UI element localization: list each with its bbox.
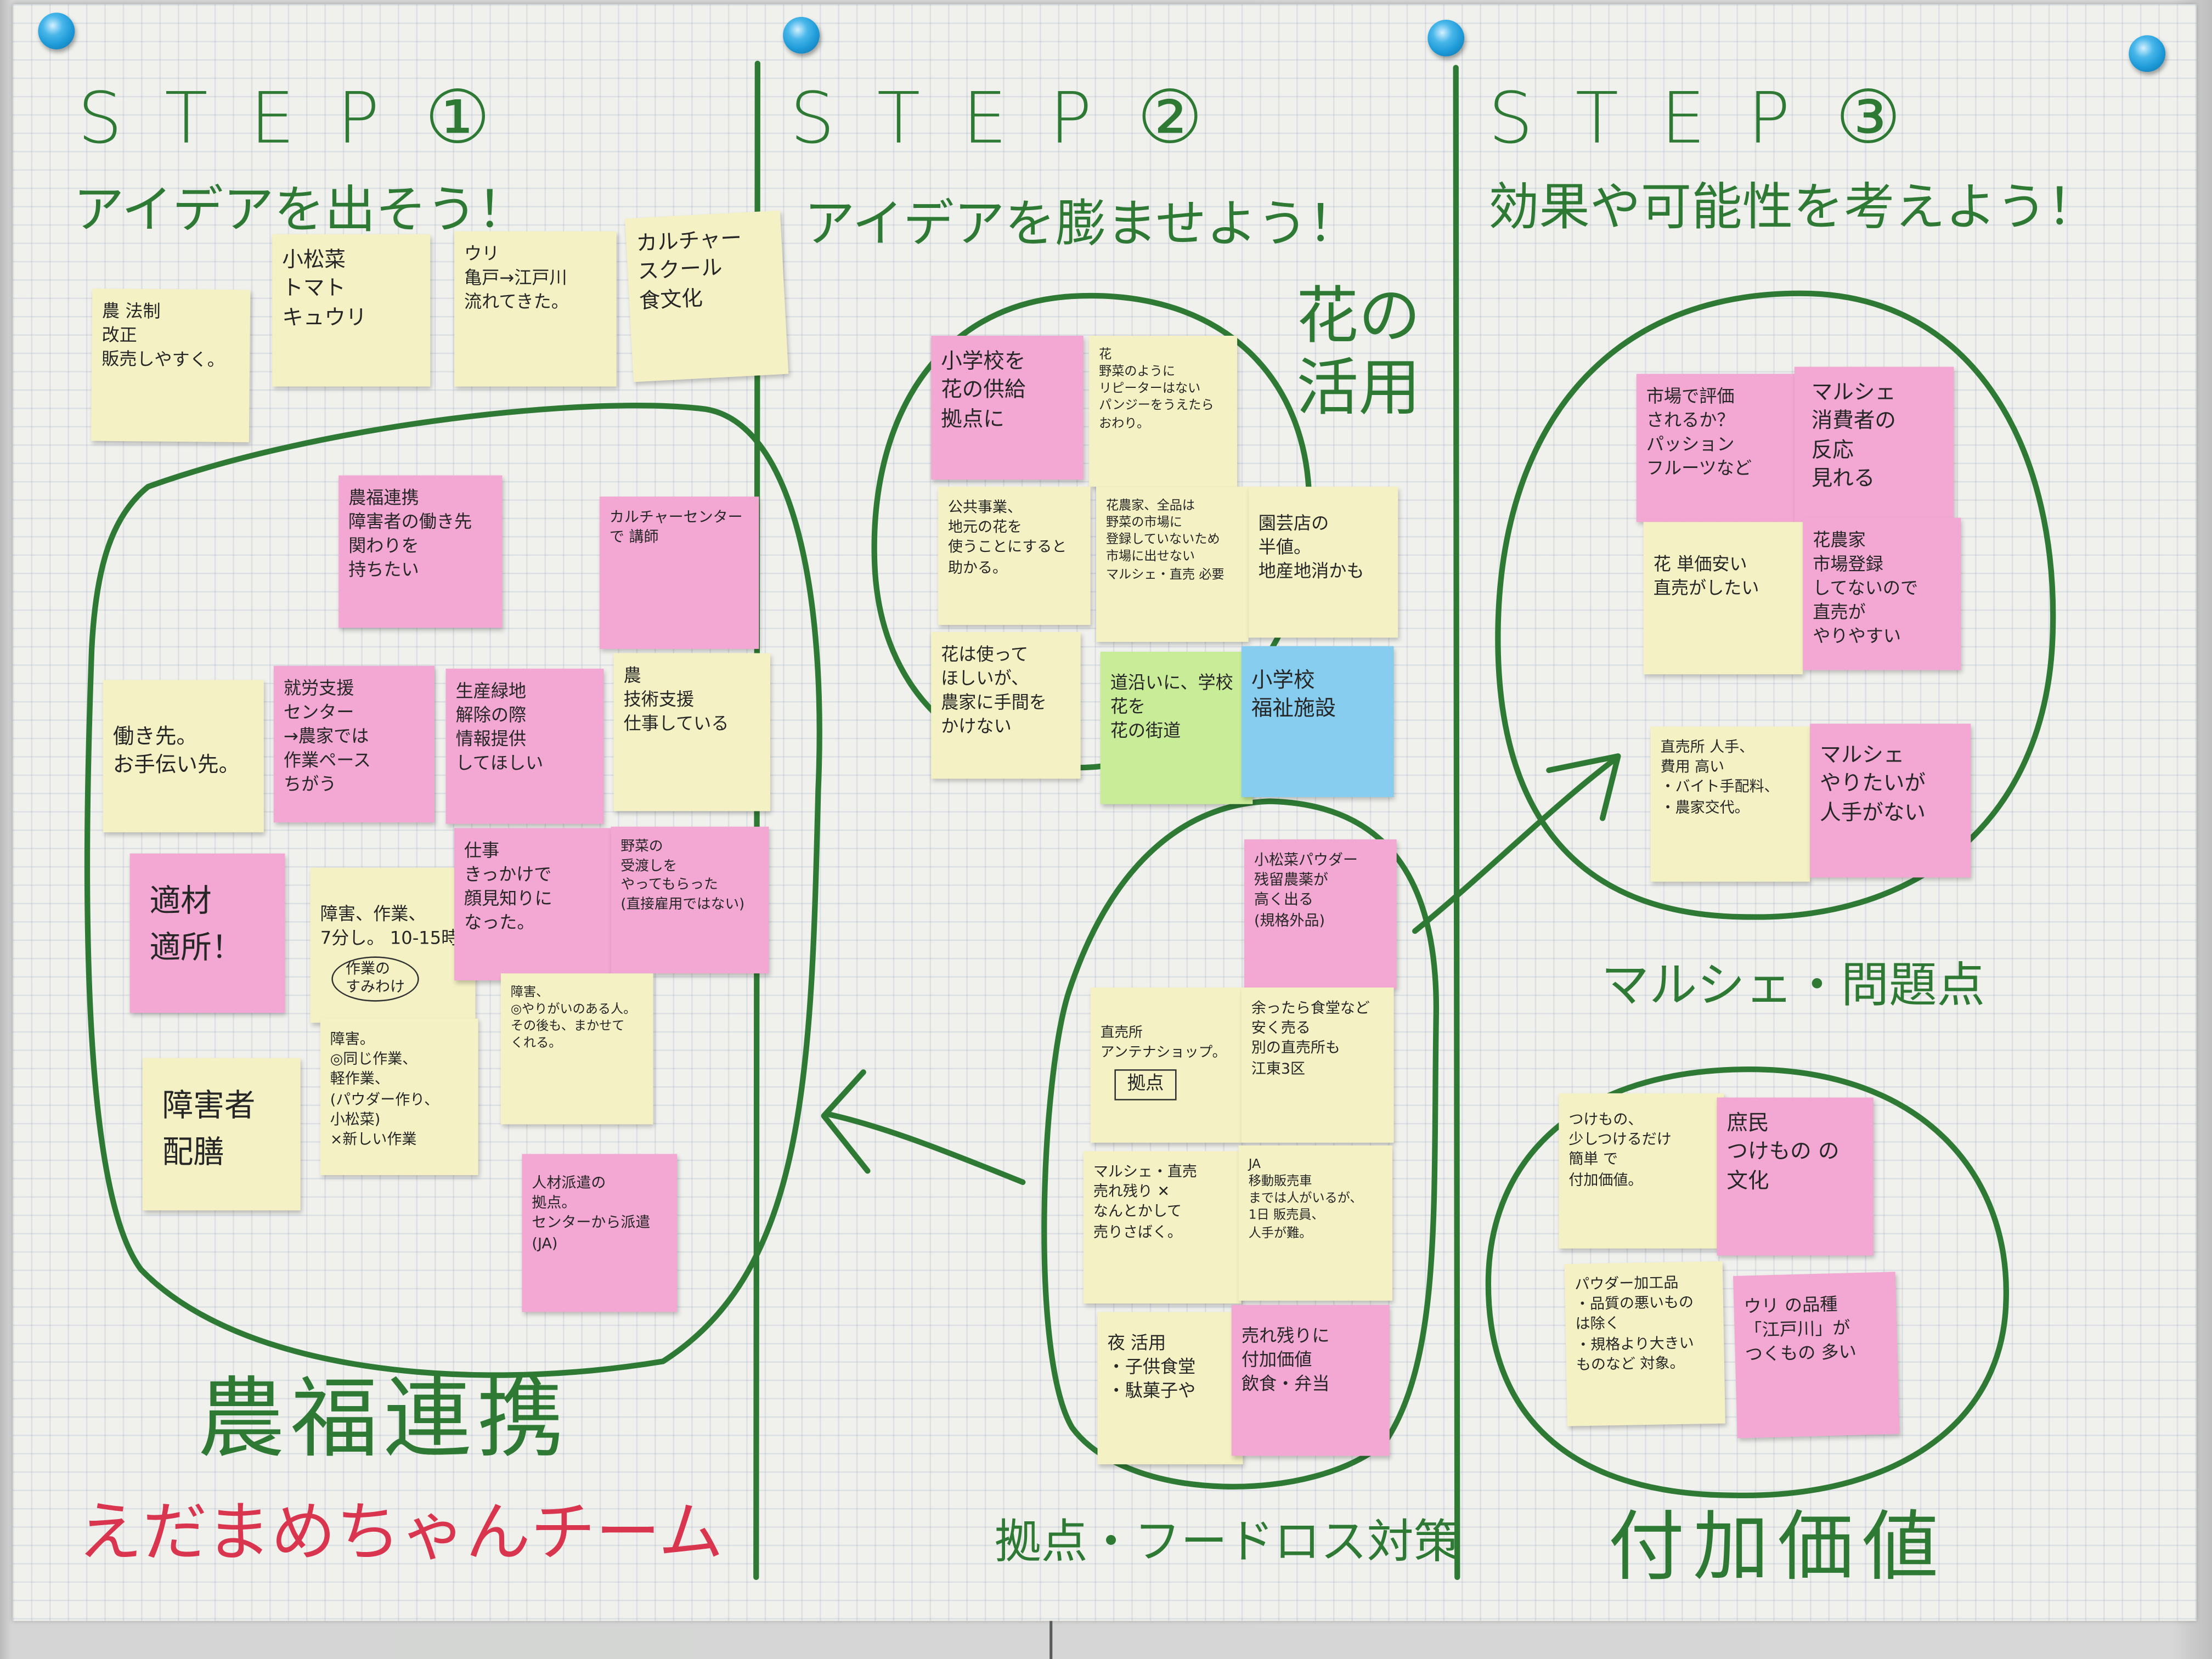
step2-subtitle: アイデアを膨ませよう！ <box>804 196 1359 254</box>
sticky-note: 人材派遣の 拠点。 センターから派遣 (JA) <box>522 1154 678 1312</box>
note-text: 障害、作業、 7分し。 10-15時 <box>320 902 459 948</box>
sticky-note: 庶民 つけもの の 文化 <box>1717 1097 1874 1256</box>
sticky-note: 適材 適所！ <box>129 853 285 1013</box>
arrow-to-step3-head <box>1546 753 1621 821</box>
sticky-note: 農福連携 障害者の働き先 関わりを 持ちたい <box>338 475 503 628</box>
step1-subtitle: アイデアを出そう！ <box>73 182 528 240</box>
marche-group-circle <box>1495 290 2056 920</box>
sticky-note: 農 法制 改正 販売しやすく。 <box>91 288 251 443</box>
step1-heading: STEP① <box>77 82 490 155</box>
sticky-note: JA 移動販売車 までは人がいるが、 1日 販売員、 人手が難。 <box>1238 1146 1392 1301</box>
sticky-note: 農 技術支援 仕事している <box>613 653 770 811</box>
step-number: ② <box>1137 76 1203 161</box>
sticky-note: 売れ残りに 付加価値 飲食・弁当 <box>1231 1305 1390 1456</box>
sticky-note: つけもの、 少しつけるだけ 簡単 で 付加価値。 <box>1559 1093 1724 1249</box>
divider-line <box>1453 65 1460 1580</box>
arrow-to-step1 <box>826 1111 1026 1185</box>
sticky-note: 市場で評価 されるか？ パッション フルーツなど <box>1636 374 1799 522</box>
arrow-to-step1-head <box>821 1069 871 1174</box>
step1-group-title: 農福連携 <box>198 1367 570 1470</box>
sticky-note: 小学校 福祉施設 <box>1241 646 1394 797</box>
arrow-to-step3 <box>1412 756 1618 934</box>
hub-group-circle <box>1041 798 1439 1490</box>
step-word: STEP <box>790 77 1135 160</box>
sticky-note: マルシェ・直売 売れ残り ✕ なんとかして 売りさばく。 <box>1083 1151 1242 1304</box>
step2-heading: STEP② <box>790 82 1203 155</box>
step-word: STEP <box>1488 77 1833 160</box>
sticky-note: 夜 活用 ・子供食堂 ・駄菓子や <box>1097 1312 1243 1465</box>
magnet-pin <box>38 13 75 50</box>
step3-subtitle: 効果や可能性を考えよう！ <box>1488 179 2098 237</box>
sticky-note: 道沿いに、学校 花を 花の街道 <box>1100 652 1253 804</box>
sticky-note: 花 野菜のように リピーターはない パンジーをうえたら おわり。 <box>1089 336 1238 487</box>
board-seam <box>1049 1621 1053 1659</box>
sticky-note: 生産緑地 解除の際 情報提供 してほしい <box>445 668 604 824</box>
sticky-note: 就労支援 センター →農家では 作業ペース ちがう <box>273 665 435 823</box>
sticky-note: 障害。 ◎同じ作業、 軽作業、 (パウダー作り、 小松菜) ×新しい作業 <box>320 1018 478 1175</box>
step-number: ① <box>425 76 490 161</box>
sticky-note: 障害、作業、 7分し。 10-15時 作業の すみわけ <box>310 867 476 1023</box>
step1-group-circle <box>84 403 822 1378</box>
sticky-note: 障害者 配膳 <box>142 1058 301 1211</box>
sticky-note: マルシェ 消費者の 反応 見れる <box>1794 366 1954 522</box>
sticky-note: パウダー加工品 ・品質の悪いもの は除く ・規格より大きい ものなど 対象。 <box>1564 1261 1725 1426</box>
sticky-note: ウリ 亀戸→江戸川 流れてきた。 <box>454 231 617 387</box>
value-group-circle <box>1485 1066 2009 1498</box>
sticky-note: 直売所 人手、 費用 高い ・バイト手配料、 ・農家交代。 <box>1650 726 1810 882</box>
sticky-note: 花は使って ほしいが、 農家に手間を かけない <box>931 632 1081 779</box>
sticky-note: 仕事 きっかけで 顔見知りに なった。 <box>454 828 611 981</box>
sticky-note: 公共事業、 地元の花を 使うことにすると 助かる。 <box>938 487 1091 625</box>
marche-group-title: マルシェ・問題点 <box>1601 958 1985 1014</box>
magnet-pin <box>1427 20 1465 57</box>
sticky-note: カルチャー スクール 食文化 <box>625 210 789 382</box>
sticky-note: 働き先。 お手伝い先。 <box>103 680 264 833</box>
sticky-note: カルチャーセンター で 講師 <box>599 496 759 649</box>
step-word: STEP <box>77 77 422 160</box>
sticky-note: 小松菜 トマト キュウリ <box>272 234 431 387</box>
sticky-note: 花 単価安い 直売がしたい <box>1643 522 1803 675</box>
note-text: 直売所 アンテナショップ。 <box>1100 1025 1227 1060</box>
sticky-note: 花農家、全品は 野菜の市場に 登録していないため 市場に出せない マルシェ・直売… <box>1096 487 1249 642</box>
magnet-pin <box>783 16 820 54</box>
sticky-note: 小学校を 花の供給 拠点に <box>931 336 1084 480</box>
flower-group-title: 花の 活用 <box>1296 280 1421 424</box>
sticky-note: 障害、 ◎やりがいのある人。 その後も、まかせて くれる。 <box>500 973 653 1125</box>
sticky-note: 野菜の 受渡しを やってもらった (直接雇用ではない) <box>611 826 769 974</box>
value-group-title: 付加価値 <box>1608 1502 1947 1592</box>
sticky-note: マルシェ やりたいが 人手がない <box>1810 724 1971 878</box>
circled-text: 作業の すみわけ <box>331 956 419 1002</box>
sticky-note: 花農家 市場登録 してないので 直売が やりやすい <box>1803 517 1961 670</box>
sticky-note: 園芸店の 半値。 地産地消かも <box>1248 487 1398 638</box>
sticky-note: 余ったら食堂など 安く売る 別の直売所も 江東3区 <box>1241 988 1394 1143</box>
team-name: えだまめちゃんチーム <box>77 1494 724 1570</box>
step3-heading: STEP③ <box>1488 82 1901 155</box>
sticky-note: 小松菜パウダー 残留農薬が 高く出る (規格外品) <box>1244 839 1397 989</box>
magnet-pin <box>2129 35 2166 72</box>
sticky-note: 直売所 アンテナショップ。 拠点 <box>1090 988 1243 1143</box>
sticky-note: ウリ の品種 「江戸川」が つくもの 多い <box>1733 1272 1900 1438</box>
step-number: ③ <box>1835 76 1901 161</box>
boxed-text: 拠点 <box>1114 1069 1177 1100</box>
hub-group-title: 拠点・フードロス対策 <box>994 1514 1460 1569</box>
